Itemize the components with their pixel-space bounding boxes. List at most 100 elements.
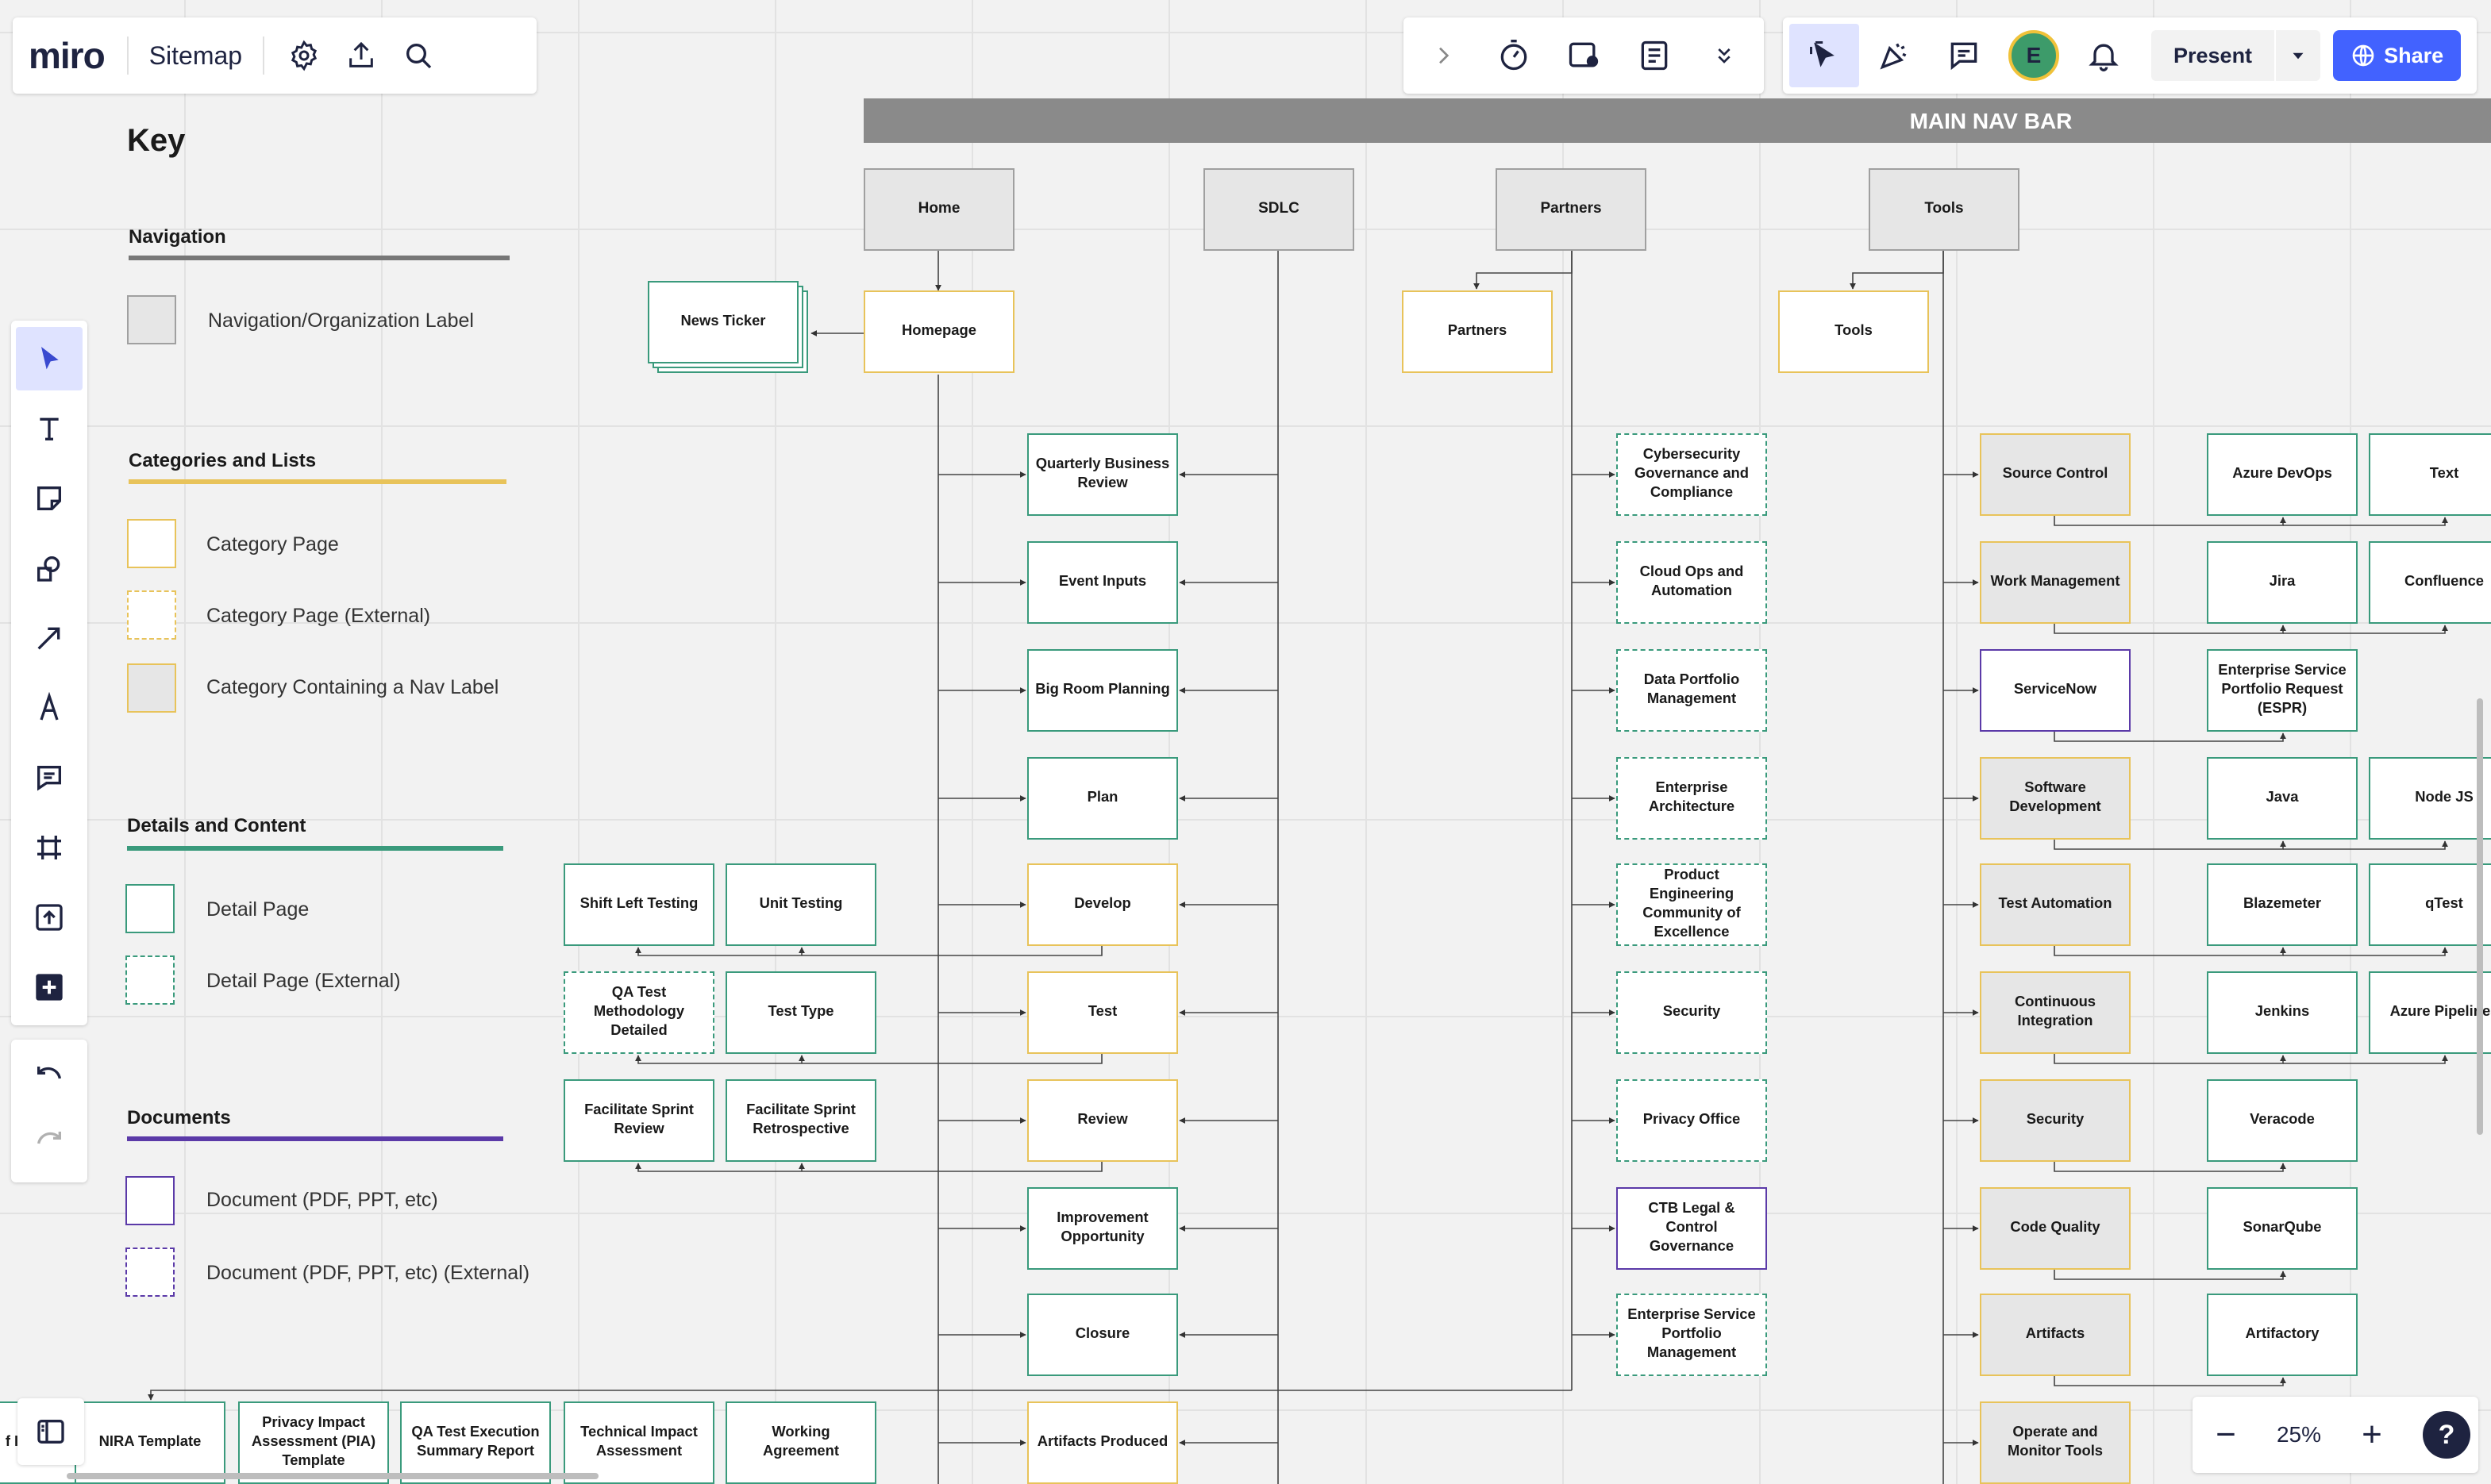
user-avatar[interactable]: E xyxy=(2008,30,2059,81)
sdlc-sub-develop-1[interactable]: Unit Testing xyxy=(726,863,876,946)
connector-arrow-icon[interactable] xyxy=(16,606,83,670)
nav-label-home[interactable]: Home xyxy=(864,168,1014,251)
help-button[interactable]: ? xyxy=(2423,1411,2470,1459)
bottom-doc-1[interactable]: NIRA Template xyxy=(75,1401,225,1484)
sticky-note-icon[interactable] xyxy=(16,467,83,530)
more-apps-plus-icon[interactable] xyxy=(16,955,83,1019)
double-chevron-down-icon[interactable] xyxy=(1692,24,1756,87)
sdlc-item-8[interactable]: Closure xyxy=(1027,1294,1178,1376)
sdlc-sub-review-1[interactable]: Facilitate Sprint Retrospective xyxy=(726,1079,876,1162)
comments-icon[interactable] xyxy=(1929,24,1999,87)
sdlc-item-3[interactable]: Plan xyxy=(1027,757,1178,840)
nav-label-partners[interactable]: Partners xyxy=(1496,168,1646,251)
tools-item-2[interactable]: ServiceNow xyxy=(1980,649,2131,732)
miro-logo[interactable]: miro xyxy=(29,35,106,76)
tools-sub2-3[interactable]: qTest xyxy=(2369,863,2491,946)
vertical-scrollbar[interactable] xyxy=(2477,698,2483,1135)
select-tool-cursor-icon[interactable] xyxy=(16,327,83,390)
partners-item-8[interactable]: Enterprise Service Portfolio Management xyxy=(1616,1294,1767,1376)
tools-node[interactable]: Tools xyxy=(1778,290,1929,373)
pen-icon[interactable] xyxy=(16,676,83,740)
partners-item-0[interactable]: Cybersecurity Governance and Compliance xyxy=(1616,433,1767,516)
tools-item-0[interactable]: Source Control xyxy=(1980,433,2131,516)
tools-item-5[interactable]: Continuous Integration xyxy=(1980,971,2131,1054)
partners-node[interactable]: Partners xyxy=(1402,290,1553,373)
tools-item-3[interactable]: Software Development xyxy=(1980,757,2131,840)
frame-tool-icon[interactable] xyxy=(16,816,83,879)
zoom-in-button[interactable]: + xyxy=(2362,1415,2382,1454)
present-button[interactable]: Present xyxy=(2173,43,2253,67)
tools-sub2-1[interactable]: Confluence xyxy=(2369,541,2491,624)
sdlc-item-6[interactable]: Review xyxy=(1027,1079,1178,1162)
shapes-icon[interactable] xyxy=(16,536,83,600)
tools-sub1-7[interactable]: SonarQube xyxy=(2207,1187,2358,1270)
partners-item-1[interactable]: Cloud Ops and Automation xyxy=(1616,541,1767,624)
chevron-right-icon[interactable] xyxy=(1411,24,1475,87)
settings-gear-icon[interactable] xyxy=(275,27,333,84)
tools-sub2-2[interactable]: Node JS xyxy=(2369,757,2491,840)
tools-item-6[interactable]: Security xyxy=(1980,1079,2131,1162)
homepage-node[interactable]: Homepage xyxy=(864,290,1014,373)
tools-sub1-3[interactable]: Java xyxy=(2207,757,2358,840)
sdlc-item-0[interactable]: Quarterly Business Review xyxy=(1027,433,1178,516)
tools-sub1-2[interactable]: Enterprise Service Portfolio Request (ES… xyxy=(2207,649,2358,732)
tools-sub1-8[interactable]: Artifactory xyxy=(2207,1294,2358,1376)
sdlc-item-4[interactable]: Develop xyxy=(1027,863,1178,946)
timer-icon[interactable] xyxy=(1482,24,1546,87)
tools-sub1-5[interactable]: Jenkins xyxy=(2207,971,2358,1054)
sdlc-item-2[interactable]: Big Room Planning xyxy=(1027,649,1178,732)
bottom-doc-4[interactable]: Technical Impact Assessment xyxy=(564,1401,714,1484)
tools-sub2-0[interactable]: Text xyxy=(2369,433,2491,516)
sdlc-item-1[interactable]: Event Inputs xyxy=(1027,541,1178,624)
cursor-mode-icon[interactable] xyxy=(1789,24,1859,87)
horizontal-scrollbar[interactable] xyxy=(67,1473,599,1479)
frames-panel-button[interactable] xyxy=(17,1398,84,1465)
zoom-level[interactable]: 25% xyxy=(2276,1422,2322,1447)
tools-item-8[interactable]: Artifacts xyxy=(1980,1294,2131,1376)
export-upload-icon[interactable] xyxy=(333,27,390,84)
sdlc-item-9[interactable]: Artifacts Produced xyxy=(1027,1401,1178,1484)
present-options-chevron-down-icon[interactable] xyxy=(2276,30,2320,81)
board-title[interactable]: Sitemap xyxy=(148,40,243,70)
partners-item-4[interactable]: Product Engineering Community of Excelle… xyxy=(1616,863,1767,946)
bottom-doc-2[interactable]: Privacy Impact Assessment (PIA) Template xyxy=(238,1401,389,1484)
tools-item-7[interactable]: Code Quality xyxy=(1980,1187,2131,1270)
bottom-doc-3[interactable]: QA Test Execution Summary Report xyxy=(400,1401,551,1484)
partners-item-2[interactable]: Data Portfolio Management xyxy=(1616,649,1767,732)
comment-tool-icon[interactable] xyxy=(16,746,83,809)
upload-icon[interactable] xyxy=(16,886,83,949)
partners-item-3[interactable]: Enterprise Architecture xyxy=(1616,757,1767,840)
tools-sub1-1[interactable]: Jira xyxy=(2207,541,2358,624)
tools-sub1-6[interactable]: Veracode xyxy=(2207,1079,2358,1162)
partners-item-5[interactable]: Security xyxy=(1616,971,1767,1054)
bell-icon[interactable] xyxy=(2069,24,2139,87)
notes-icon[interactable] xyxy=(1623,24,1686,87)
nav-label-tools[interactable]: Tools xyxy=(1869,168,2019,251)
partners-item-6[interactable]: Privacy Office xyxy=(1616,1079,1767,1162)
nav-label-sdlc[interactable]: SDLC xyxy=(1203,168,1354,251)
sdlc-item-7[interactable]: Improvement Opportunity xyxy=(1027,1187,1178,1270)
sdlc-sub-develop-0[interactable]: Shift Left Testing xyxy=(564,863,714,946)
tools-item-9[interactable]: Operate and Monitor Tools xyxy=(1980,1401,2131,1484)
tools-sub1-4[interactable]: Blazemeter xyxy=(2207,863,2358,946)
tools-sub2-4[interactable]: Azure Pipelines xyxy=(2369,971,2491,1054)
tools-sub1-0[interactable]: Azure DevOps xyxy=(2207,433,2358,516)
sdlc-sub-review-0[interactable]: Facilitate Sprint Review xyxy=(564,1079,714,1162)
bottom-doc-5[interactable]: Working Agreement xyxy=(726,1401,876,1484)
sdlc-item-5[interactable]: Test xyxy=(1027,971,1178,1054)
undo-icon[interactable] xyxy=(16,1048,83,1109)
search-icon[interactable] xyxy=(390,27,447,84)
tools-item-4[interactable]: Test Automation xyxy=(1980,863,2131,946)
tools-item-1[interactable]: Work Management xyxy=(1980,541,2131,624)
zoom-out-button[interactable]: − xyxy=(2216,1415,2236,1454)
redo-icon[interactable] xyxy=(16,1113,83,1174)
sdlc-sub-test-1[interactable]: Test Type xyxy=(726,971,876,1054)
news-ticker-node[interactable]: News Ticker xyxy=(648,281,799,363)
sdlc-sub-test-0[interactable]: QA Test Methodology Detailed xyxy=(564,971,714,1054)
text-tool-icon[interactable] xyxy=(16,397,83,460)
partners-item-7[interactable]: CTB Legal & Control Governance xyxy=(1616,1187,1767,1270)
celebrate-icon[interactable] xyxy=(1859,24,1929,87)
share-button[interactable]: Share xyxy=(2333,30,2462,81)
frame-cursor-icon[interactable] xyxy=(1552,24,1615,87)
